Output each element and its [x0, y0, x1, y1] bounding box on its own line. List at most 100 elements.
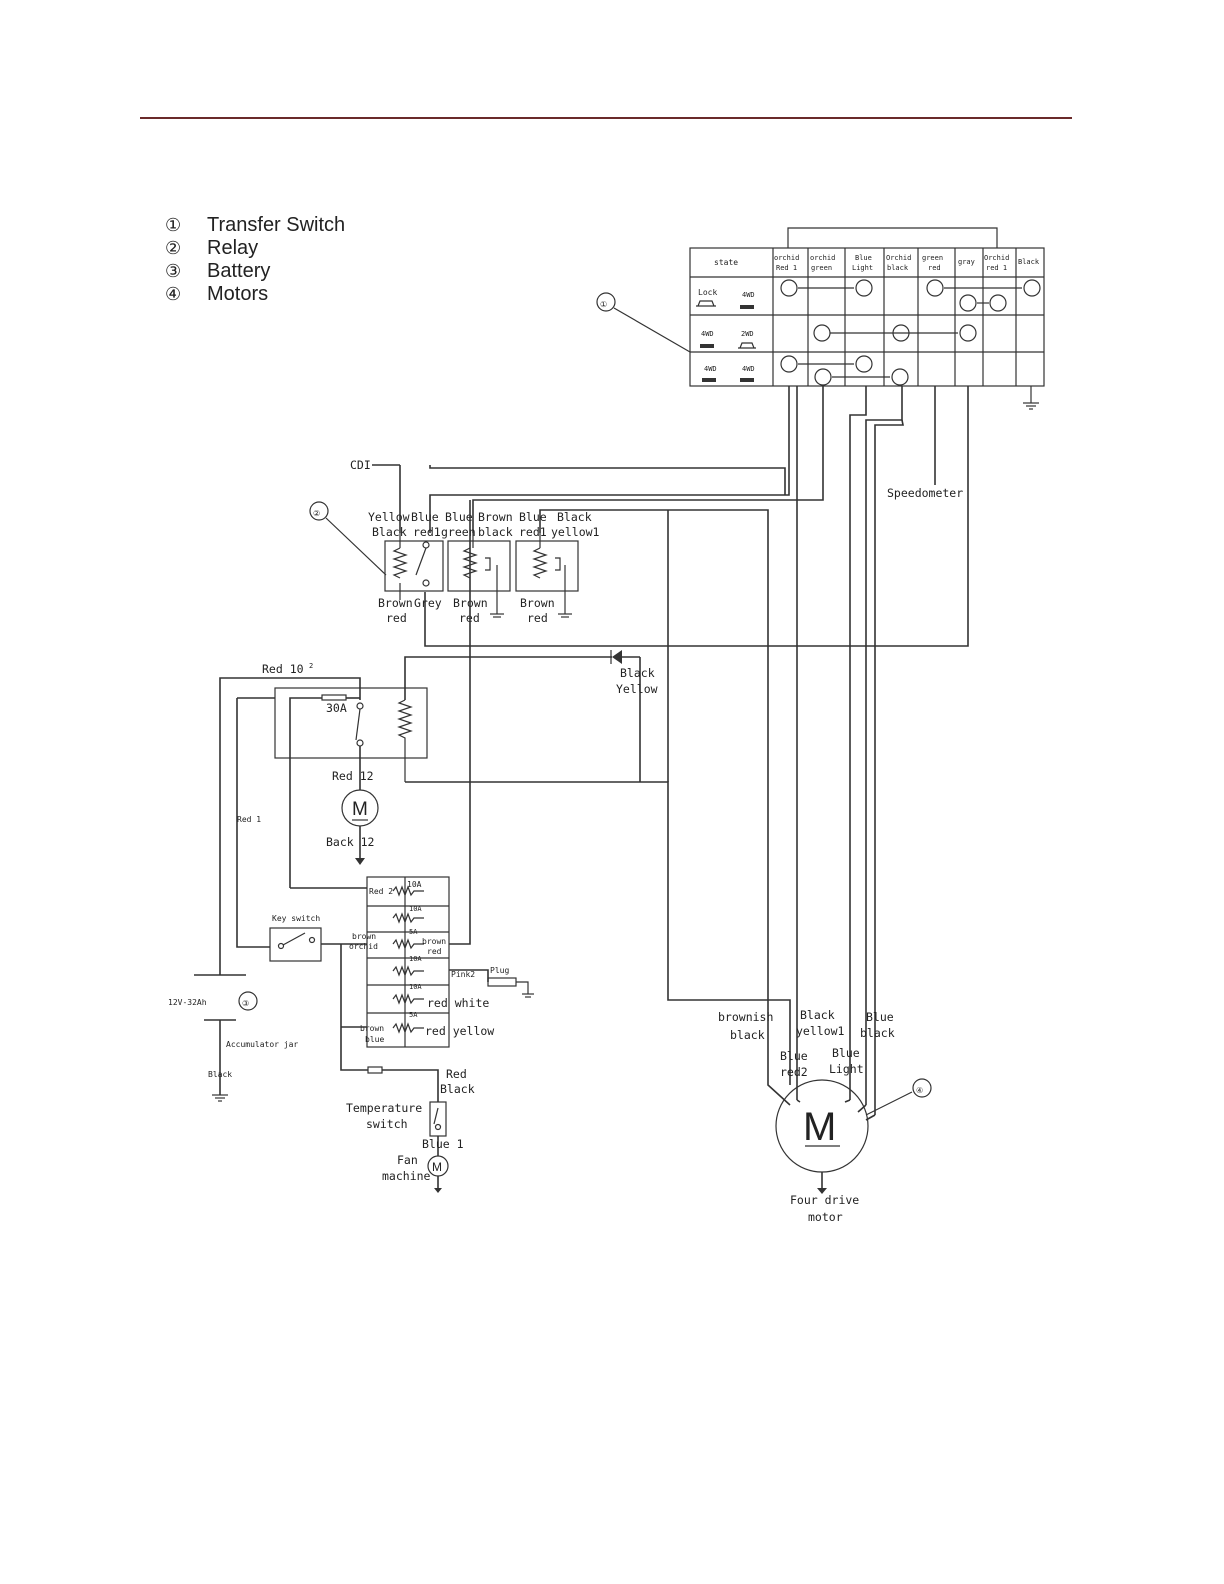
accumulator-label: Accumulator jar [226, 1040, 298, 1049]
relay-1 [384, 540, 444, 592]
red-black-label: Red [446, 1067, 467, 1081]
relay-label: red1 [413, 525, 441, 539]
cdi-label: CDI [350, 458, 371, 472]
transfer-switch-table: state orchid Red 1 orchid green Blue Lig… [689, 227, 1045, 410]
contact-circle [926, 279, 944, 297]
relay-3 [515, 540, 579, 592]
callout-4 [912, 1078, 932, 1098]
callout-4-label: ④ [916, 1086, 923, 1095]
plug-label: Plug [490, 966, 509, 975]
relay-label: red1 [519, 525, 547, 539]
contact-circle [855, 279, 873, 297]
blue1-label: Blue 1 [422, 1137, 464, 1151]
contact-circle [780, 355, 798, 373]
callout-2-label: ② [313, 509, 320, 518]
fuse-label: 10A [407, 880, 422, 889]
table-outline [689, 247, 1045, 387]
relay-label: Brown [520, 596, 555, 610]
legend-number: ③ [165, 261, 182, 282]
key-switch [269, 927, 322, 962]
contact-circle [959, 324, 977, 342]
table-wires [372, 386, 969, 1115]
battery [194, 974, 246, 1102]
fuse-label: 5A [409, 1011, 418, 1019]
relay-label: Grey [414, 596, 442, 610]
black-label: Black [208, 1070, 232, 1079]
blue-light-label: Light [829, 1062, 864, 1076]
col-header: Orchid [984, 254, 1009, 262]
four-drive-label: motor [808, 1210, 843, 1224]
legend-label: Motors [207, 283, 269, 305]
contact-circle [959, 294, 977, 312]
speedometer-label: Speedometer [887, 486, 963, 500]
callout-2 [309, 501, 329, 521]
fan-label: machine [382, 1169, 431, 1183]
relay-2 [447, 540, 511, 592]
relay-label: Brown [478, 510, 513, 524]
four-drive-motor-label: M [803, 1105, 836, 1149]
relay-label: red [386, 611, 407, 625]
col-header: Orchid [886, 254, 911, 262]
top-rule [140, 117, 1072, 119]
back12-label: Back 12 [326, 835, 374, 849]
fuse-30a [321, 694, 347, 701]
blue-black-label: black [860, 1026, 895, 1040]
col-header: Blue [855, 254, 872, 262]
fuse-label: 5A [409, 928, 418, 936]
legend-label: Transfer Switch [207, 214, 346, 236]
battery-label: 12V-32Ah [168, 998, 207, 1007]
legend-label: Battery [207, 260, 271, 282]
red1-label: Red 1 [237, 815, 261, 824]
relay-block [384, 533, 579, 618]
col-header: green [811, 264, 832, 272]
col-header: green [922, 254, 943, 262]
temp-switch-label: Temperature [346, 1101, 422, 1115]
blue-black-label: Blue [866, 1010, 894, 1024]
col-header: orchid [774, 254, 799, 262]
blue-red2-label: red2 [780, 1065, 808, 1079]
brownish-black-label: brownish [718, 1010, 773, 1024]
brown-red-label: red [427, 947, 442, 956]
pink2-label: Pink2 [451, 970, 475, 979]
fan-motor-label: M [432, 1160, 442, 1174]
row-label: 4WD [742, 365, 755, 373]
red2-label: Red 2 [369, 887, 393, 896]
contact-circle [891, 368, 909, 386]
row-label: 4WD [704, 365, 717, 373]
red10-sup: 2 [309, 662, 313, 670]
row-label: 2WD [741, 330, 754, 338]
legend-number: ② [165, 238, 182, 259]
black-yellow-label: Black [620, 666, 655, 680]
legend-label: Relay [207, 237, 259, 259]
inline-fuse [367, 1066, 383, 1074]
col-header: red 1 [986, 264, 1007, 272]
row-label: Lock [698, 288, 717, 297]
fuse-label: 10A [409, 983, 422, 991]
callout-3-label: ③ [242, 999, 249, 1008]
fan-label: Fan [397, 1153, 418, 1167]
table-header-state: state [714, 258, 738, 267]
relay-label: Black [557, 510, 592, 524]
red12-label: Red 12 [332, 769, 374, 783]
legend-item: ② Relay [165, 237, 345, 260]
blue-light-label: Blue [832, 1046, 860, 1060]
red-white-label: red white [427, 996, 489, 1010]
col-header: black [887, 264, 909, 272]
col-header: orchid [810, 254, 835, 262]
row-label: 4WD [742, 291, 755, 299]
four-drive-label: Four drive [790, 1193, 859, 1207]
contact-circle [780, 279, 798, 297]
relay-label: Brown [378, 596, 413, 610]
motor-m-label: M [352, 799, 368, 820]
fuse-label: 10A [409, 905, 422, 913]
fuse-box [366, 876, 450, 1048]
fuse-box-outline [366, 876, 450, 1048]
col-header: red [928, 264, 941, 272]
plug-symbol [487, 977, 517, 987]
relay-label: Blue [411, 510, 439, 524]
blue-red2-label: Blue [780, 1049, 808, 1063]
